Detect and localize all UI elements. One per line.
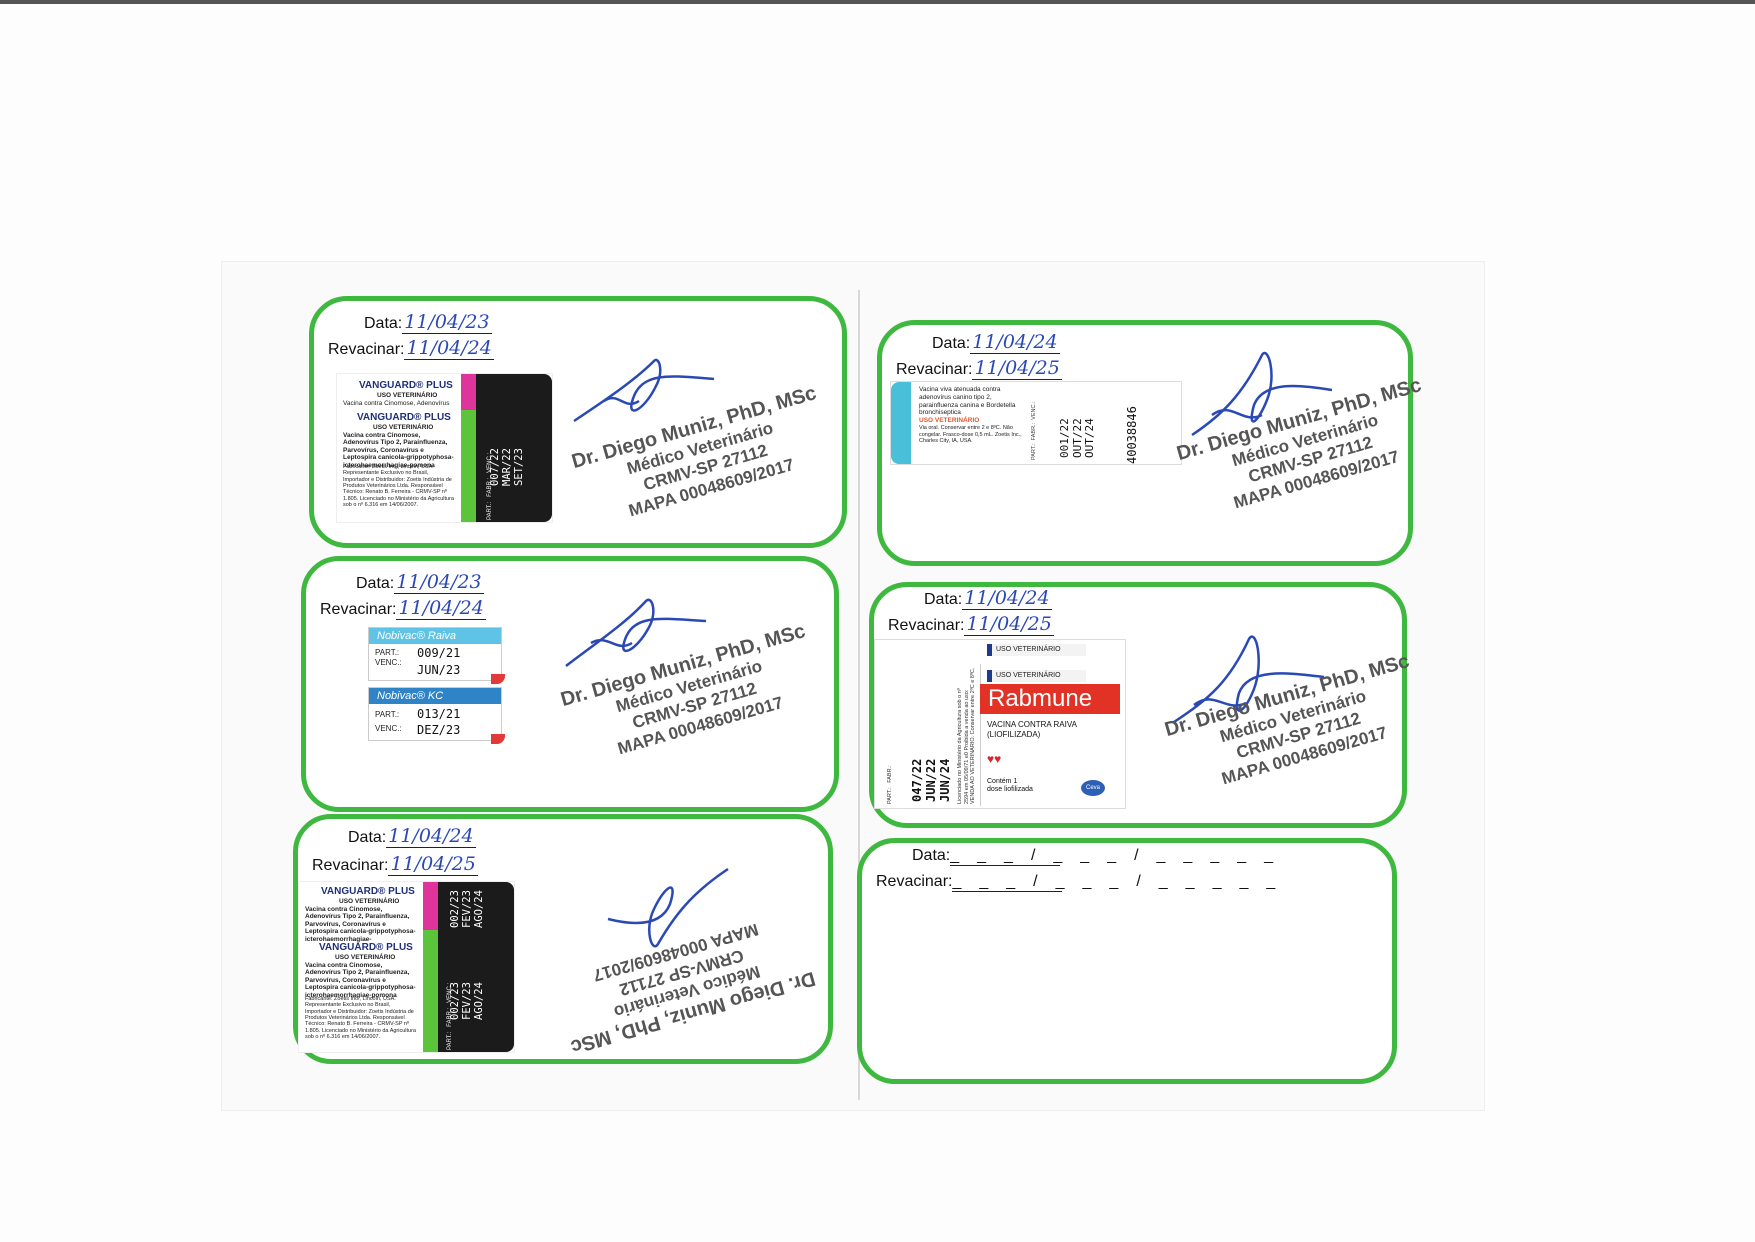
revaccinate-field: Revacinar:11/04/25 [888,613,1054,636]
revaccinate-field: Revacinar:11/04/24 [328,337,494,360]
product-code: 40038846 [1125,406,1139,464]
lot-panel [438,882,514,1052]
scan-edge [0,0,1755,4]
pink-stripe [461,374,477,410]
expiry-date: DEZ/23 [417,723,461,737]
signature [607,867,729,948]
pink-stripe [423,882,439,930]
label-title: VANGUARD® PLUS [359,380,453,391]
label-title: VANGUARD® PLUS [321,886,415,897]
lot-number: 013/21 [417,707,461,721]
date-field: Data:___/___/_____ [912,847,1292,866]
drops-icon: ♥♥ [987,752,1002,766]
revaccinate-field: Revacinar:11/04/24 [320,597,486,620]
signature [1173,635,1325,724]
lot-panel [476,374,552,522]
signature [1191,351,1333,437]
revaccinate-field: Revacinar:___/___/_____ [876,873,1294,892]
date-field: Data:11/04/23 [356,571,484,594]
product-name: Rabmune [980,684,1120,714]
date-field: Data:11/04/24 [924,587,1052,610]
nobivac-kc-label: Nobivac® KC PART.: VENC.: 013/21 DEZ/23 [368,687,505,744]
lot-number: 009/21 [417,646,461,660]
vaccination-panel-5: Data:11/04/24 Revacinar:11/04/25 VANGUAR… [293,814,833,1064]
vaccination-panel-2: Data:11/04/24 Revacinar:11/04/25 Vacina … [877,320,1424,566]
vaccination-panel-6: Data:___/___/_____ Revacinar:___/___/___… [857,838,1397,1084]
signature [573,358,715,423]
vaccination-panel-3: Data:11/04/23 Revacinar:11/04/24 Nobivac… [301,556,839,812]
revaccinate-field: Revacinar:11/04/25 [312,853,478,876]
date-field: Data:11/04/24 [932,331,1060,354]
date-field: Data:11/04/24 [348,825,476,848]
nobivac-raiva-label: Nobivac® Raiva PART.: VENC.: 009/21 JUN/… [368,627,505,684]
green-stripe [423,930,439,1052]
green-stripe [461,410,477,522]
ceva-logo: Ceva [1081,780,1105,796]
revaccinate-field: Revacinar:11/04/25 [896,357,1062,380]
vaccination-panel-1: Data:11/04/23 Revacinar:11/04/24 VANGUAR… [309,296,847,548]
vanguard-plus-label: VANGUARD® PLUS USO VETERINÁRIO Vacina co… [298,881,515,1053]
card-fold [858,290,860,1100]
date-field: Data:11/04/23 [364,311,492,334]
label-tab [891,382,911,464]
adenovirus-vaccine-label: Vacina viva atenuada contra adenovírus c… [890,381,1182,465]
vanguard-plus-label: VANGUARD® PLUS USO VETERINÁRIO Vacina co… [336,373,553,523]
expiry-date: JUN/23 [417,663,461,677]
signature [565,598,707,667]
